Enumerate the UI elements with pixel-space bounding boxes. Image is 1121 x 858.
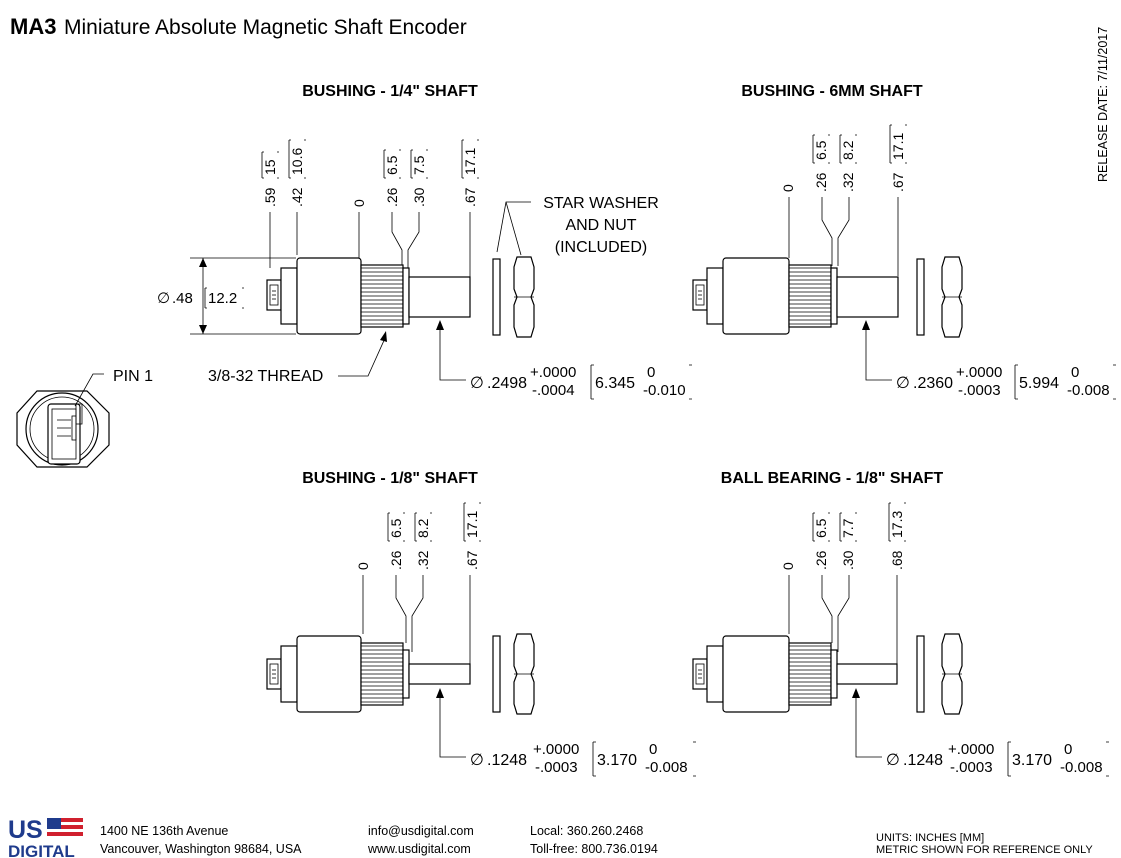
thread-label: 3/8-32 THREAD	[208, 368, 323, 385]
shaft-diameter-symbol: ∅	[470, 752, 484, 769]
pin-1-label: PIN 1	[113, 368, 153, 385]
shaft-tolerance-minus: -.0003	[950, 759, 993, 776]
shaft-mm-minus: -0.008	[1060, 759, 1103, 776]
view-bushing-6mm-shaft: BUSHING - 6MM SHAFT 0 .26 6.5 .32 8.2 .6…	[692, 83, 1116, 400]
email-link[interactable]: info@usdigital.com	[368, 824, 474, 838]
shaft-mm-minus: -0.010	[643, 382, 686, 399]
footer-phone: Local: 360.260.2468 Toll-free: 800.736.0…	[530, 822, 658, 858]
view-title: BALL BEARING - 1/8" SHAFT	[721, 470, 944, 487]
body-diameter-mm: 12.2	[208, 290, 237, 307]
dim-inch: .42	[289, 187, 305, 207]
release-date: RELEASE DATE: 7/11/2017	[1096, 27, 1110, 182]
shaft-tolerance-plus: +.0000	[530, 364, 576, 381]
shaft-mm-plus: 0	[649, 741, 657, 758]
dim-inch: .32	[415, 550, 431, 570]
footer-units: UNITS: INCHES [MM] METRIC SHOWN FOR REFE…	[876, 832, 1093, 856]
shaft-diameter-mm: 5.994	[1019, 375, 1059, 392]
footer-contact: info@usdigital.com www.usdigital.com	[368, 822, 474, 858]
washer-note-line: STAR WASHER	[543, 195, 659, 212]
washer-note-line: AND NUT	[565, 217, 636, 234]
connector-end-view: PIN 1	[16, 368, 153, 468]
address-line: Vancouver, Washington 98684, USA	[100, 842, 302, 856]
body-diameter-symbol: ∅	[157, 290, 170, 307]
dim-inch: .26	[813, 172, 829, 192]
view-ball-bearing-eighth-shaft: BALL BEARING - 1/8" SHAFT 0 .26 6.5 .30 …	[692, 470, 1109, 777]
dim-inch: .26	[388, 550, 404, 570]
units-note: UNITS: INCHES [MM]	[876, 832, 985, 844]
shaft-mm-minus: -0.008	[1067, 382, 1110, 399]
shaft-tolerance-minus: -.0003	[958, 382, 1001, 399]
shaft-tolerance-minus: -.0003	[535, 759, 578, 776]
dim-mm: 8.2	[415, 518, 431, 538]
local-phone: Local: 360.260.2468	[530, 824, 644, 838]
shaft-tolerance-plus: +.0000	[533, 741, 579, 758]
view-bushing-quarter-shaft: BUSHING - 1/4" SHAFT .59 15 .42 10.6 0 .…	[16, 83, 692, 468]
dim-mm: 6.5	[384, 155, 400, 175]
dim-mm: 6.5	[813, 518, 829, 538]
dim-mm: 15	[262, 159, 278, 175]
shaft-mm-plus: 0	[1064, 741, 1072, 758]
body-diameter-inch: .48	[172, 290, 193, 307]
view-title: BUSHING - 1/8" SHAFT	[302, 470, 478, 487]
model-name: MA3	[10, 14, 56, 39]
website-link[interactable]: www.usdigital.com	[368, 842, 471, 856]
shaft-tolerance-plus: +.0000	[948, 741, 994, 758]
shaft-diameter-symbol: ∅	[886, 752, 900, 769]
metric-note: METRIC SHOWN FOR REFERENCE ONLY	[876, 844, 1093, 856]
dim-inch: .26	[384, 187, 400, 207]
tollfree-phone: Toll-free: 800.736.0194	[530, 842, 658, 856]
shaft-diameter-symbol: ∅	[470, 375, 484, 392]
dim-zero: 0	[780, 184, 796, 192]
dim-inch: .30	[840, 550, 856, 570]
dim-mm: 10.6	[289, 148, 305, 175]
shaft-diameter-nominal: .1248	[487, 752, 527, 769]
logo-text-digital: DIGITAL	[8, 842, 75, 858]
shaft-diameter-symbol: ∅	[896, 375, 910, 392]
logo-text-us: US	[8, 816, 43, 844]
shaft-mm-minus: -0.008	[645, 759, 688, 776]
dim-mm: 6.5	[813, 140, 829, 160]
page-title: Miniature Absolute Magnetic Shaft Encode…	[64, 16, 467, 39]
dim-zero: 0	[351, 199, 367, 207]
view-title: BUSHING - 6MM SHAFT	[741, 83, 923, 100]
dim-zero: 0	[780, 562, 796, 570]
dim-mm: 17.1	[464, 511, 480, 538]
shaft-mm-plus: 0	[1071, 364, 1079, 381]
dim-mm: 17.1	[462, 148, 478, 175]
dim-inch: .30	[411, 187, 427, 207]
shaft-tolerance-minus: -.0004	[532, 382, 575, 399]
flag-icon	[47, 818, 83, 836]
shaft-diameter-mm: 6.345	[595, 375, 635, 392]
dim-mm: 7.5	[411, 155, 427, 175]
footer-address: 1400 NE 136th Avenue Vancouver, Washingt…	[100, 822, 302, 858]
view-title: BUSHING - 1/4" SHAFT	[302, 83, 478, 100]
shaft-diameter-nominal: .2498	[487, 375, 527, 392]
dim-mm: 6.5	[388, 518, 404, 538]
usdigital-logo: US DIGITAL	[8, 816, 83, 858]
dim-inch: .59	[262, 187, 278, 207]
dim-inch: .68	[889, 550, 905, 570]
view-bushing-eighth-shaft: BUSHING - 1/8" SHAFT 0 .26 6.5 .32 8.2 .…	[266, 470, 696, 777]
shaft-mm-plus: 0	[647, 364, 655, 381]
dim-mm: 8.2	[840, 140, 856, 160]
shaft-diameter-nominal: .2360	[913, 375, 953, 392]
washer-note-line: (INCLUDED)	[555, 239, 647, 256]
dim-mm: 7.7	[840, 518, 856, 538]
dim-inch: .67	[890, 172, 906, 192]
dim-zero: 0	[355, 562, 371, 570]
dim-inch: .32	[840, 172, 856, 192]
dim-inch: .67	[464, 550, 480, 570]
dim-inch: .26	[813, 550, 829, 570]
shaft-diameter-mm: 3.170	[597, 752, 637, 769]
address-line: 1400 NE 136th Avenue	[100, 824, 229, 838]
shaft-tolerance-plus: +.0000	[956, 364, 1002, 381]
dim-mm: 17.3	[889, 511, 905, 538]
shaft-diameter-nominal: .1248	[903, 752, 943, 769]
shaft-diameter-mm: 3.170	[1012, 752, 1052, 769]
dim-inch: .67	[462, 187, 478, 207]
dim-mm: 17.1	[890, 133, 906, 160]
